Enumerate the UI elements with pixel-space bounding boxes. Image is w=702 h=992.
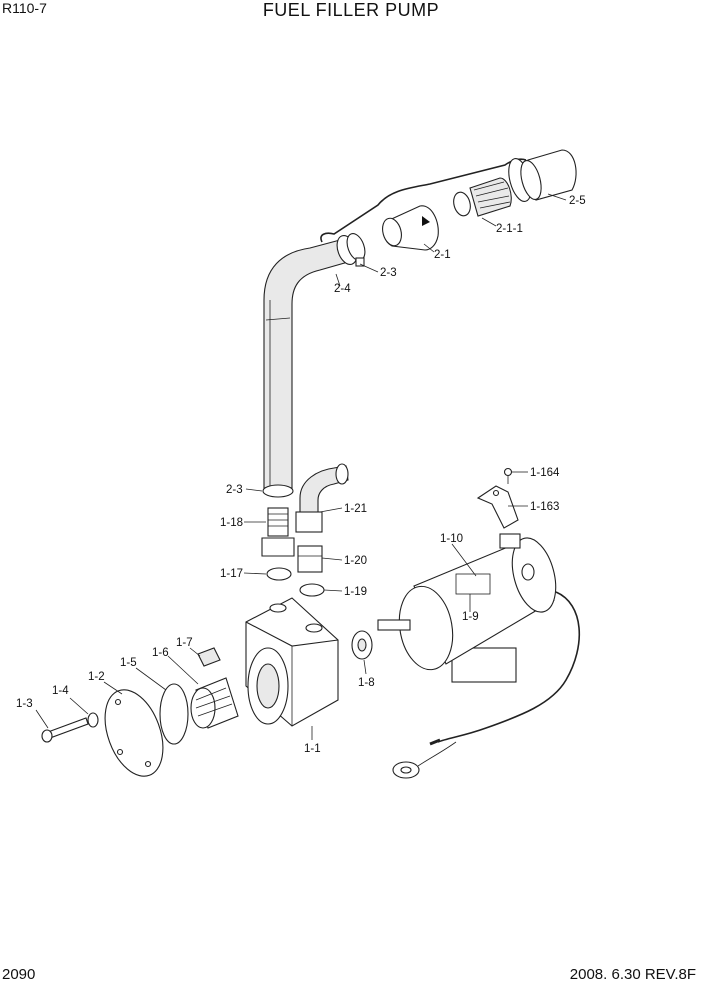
part-2-3-top-clamp <box>336 233 366 267</box>
callout-2-4: 2-4 <box>334 283 351 295</box>
callout-1-9: 1-9 <box>462 611 479 623</box>
callout-2-3-bottom: 2-3 <box>226 484 243 496</box>
model-code: R110-7 <box>2 0 47 16</box>
callout-1-18: 1-18 <box>220 517 243 529</box>
cable-connector <box>429 738 441 746</box>
callout-1-17: 1-17 <box>220 568 243 580</box>
part-1-6-impeller <box>190 677 239 729</box>
callout-1-1: 1-1 <box>304 743 321 755</box>
part-1-1-pump-body <box>245 597 339 727</box>
callout-1-6: 1-6 <box>152 647 169 659</box>
callout-2-1: 2-1 <box>434 249 451 261</box>
page-number: 2090 <box>2 966 36 983</box>
callout-1-4: 1-4 <box>52 685 69 697</box>
part-1-10-motor <box>377 533 557 683</box>
callout-2-5: 2-5 <box>569 195 586 207</box>
ring-terminal <box>392 741 457 779</box>
part-1-4-washer <box>87 712 99 728</box>
part-1-5-oring <box>159 683 189 745</box>
part-2-1-1-strainer <box>453 177 512 217</box>
callout-1-5: 1-5 <box>120 657 137 669</box>
callout-1-3: 1-3 <box>16 698 33 710</box>
leader-lines <box>35 193 567 740</box>
part-1-164-bolt <box>503 467 513 484</box>
part-2-1-coupling <box>382 205 439 251</box>
callout-1-7: 1-7 <box>176 637 193 649</box>
part-2-3-lower-clamp <box>262 484 294 498</box>
page-title: FUEL FILLER PUMP <box>262 0 440 20</box>
part-1-20-adapter <box>297 545 323 573</box>
callout-2-1-1: 2-1-1 <box>496 223 523 235</box>
callout-1-164: 1-164 <box>530 467 560 479</box>
callout-1-19: 1-19 <box>344 586 367 598</box>
part-1-7-key <box>197 647 221 667</box>
part-2-5-end-tube <box>508 149 577 202</box>
part-1-18-nipple <box>261 507 295 557</box>
callout-1-20: 1-20 <box>344 555 367 567</box>
callout-1-2: 1-2 <box>88 671 105 683</box>
part-1-8-spacer <box>351 630 373 660</box>
motor-cable <box>437 591 581 743</box>
part-1-2-cover <box>104 689 164 777</box>
part-1-163-bracket <box>476 485 519 529</box>
callout-1-10: 1-10 <box>440 533 463 545</box>
part-1-19-oring <box>299 583 325 597</box>
revision-date: 2008. 6.30 REV.8F <box>569 966 696 983</box>
callout-1-8: 1-8 <box>358 677 375 689</box>
part-1-3-bolt <box>41 717 89 743</box>
callout-1-163: 1-163 <box>530 501 559 513</box>
part-1-17-oring <box>266 567 292 581</box>
part-2-4-hose <box>263 239 349 491</box>
callout-2-3-top: 2-3 <box>380 267 397 279</box>
callout-1-21: 1-21 <box>344 503 367 515</box>
part-1-21-elbow <box>295 463 349 533</box>
